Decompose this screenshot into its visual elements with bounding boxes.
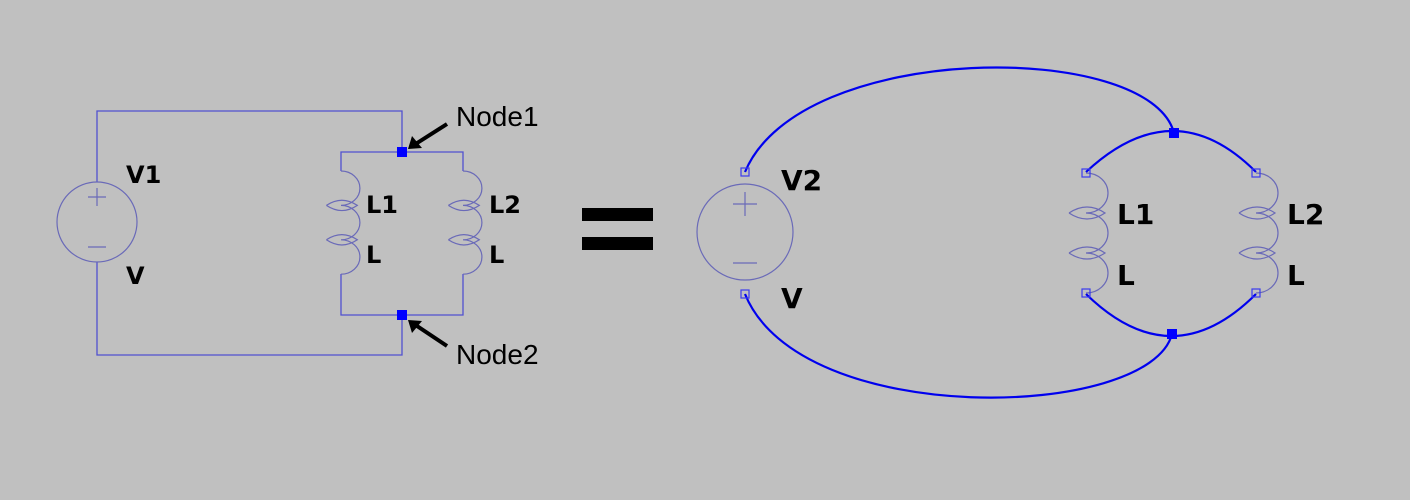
v2-value-label: V [781, 282, 803, 315]
bottom-junction [1167, 329, 1177, 339]
node2-junction [397, 310, 407, 320]
l2-value-label: L [489, 241, 504, 269]
inductor-l2[interactable] [1238, 172, 1279, 294]
left-circuit: V1 V L1 L L2 L Node1 Node2 [57, 101, 539, 370]
node1-label: Node1 [456, 101, 539, 132]
right-circuit: V2 V L1 L L2 L [697, 66, 1324, 399]
top-junction [1169, 128, 1179, 138]
l1-name-label: L1 [366, 191, 398, 219]
node2-arrow [412, 322, 449, 348]
v1-value-label: V [126, 262, 145, 290]
wire-bottom [96, 262, 403, 356]
l2-name-label: L2 [1287, 198, 1324, 231]
inductor-l2[interactable] [447, 170, 483, 275]
l2-value-label: L [1287, 259, 1305, 292]
equals-sign [582, 208, 653, 250]
node2-label: Node2 [456, 339, 539, 370]
voltage-source-v1[interactable] [57, 182, 137, 262]
inductor-l1[interactable] [325, 170, 361, 275]
l1-value-label: L [1117, 259, 1135, 292]
l1-name-label: L1 [1117, 198, 1154, 231]
wire-top-arc [743, 66, 1176, 173]
inductor-l1[interactable] [1068, 172, 1109, 294]
wire-top [96, 110, 403, 182]
v1-name-label: V1 [126, 161, 161, 189]
node1-arrow [412, 122, 449, 147]
voltage-source-v2[interactable] [697, 184, 793, 280]
wire-inner [340, 151, 464, 316]
l1-value-label: L [366, 241, 381, 269]
node1-junction [397, 147, 407, 157]
v2-name-label: V2 [781, 164, 822, 197]
l2-name-label: L2 [489, 191, 521, 219]
wire-bottom-arc [743, 293, 1174, 399]
